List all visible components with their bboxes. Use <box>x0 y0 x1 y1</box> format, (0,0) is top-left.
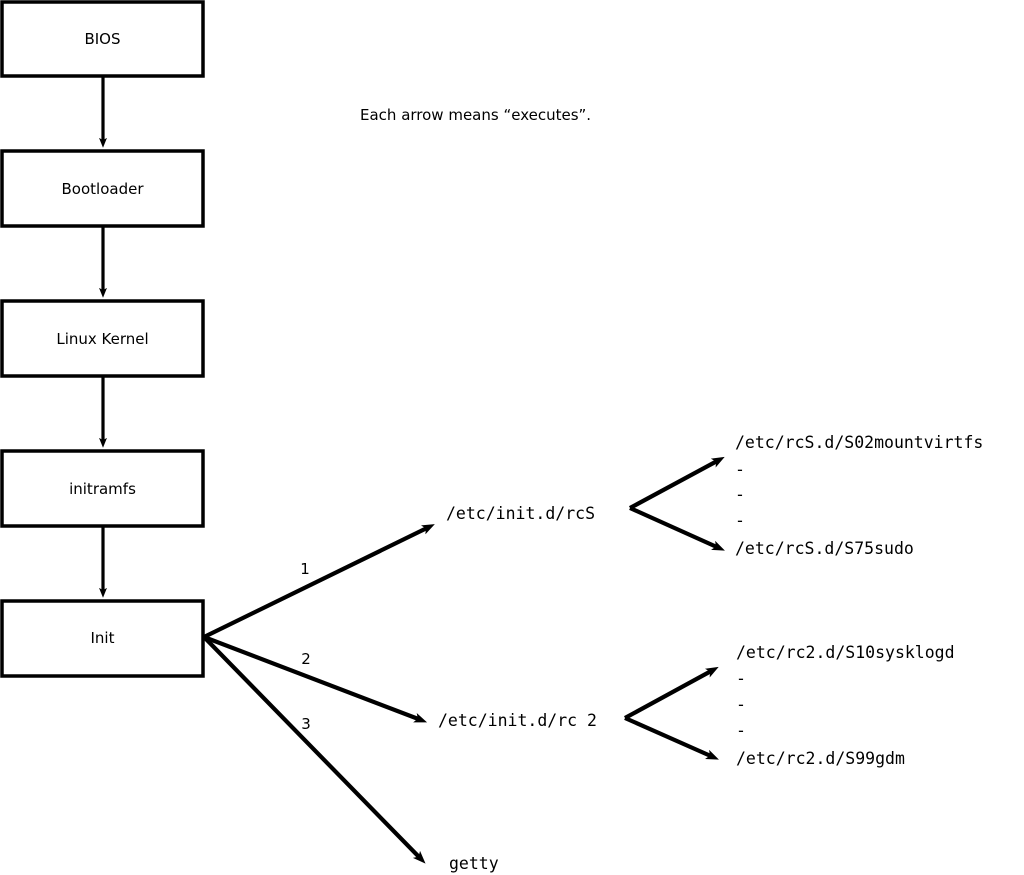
arrow-init-to-rcs <box>203 524 435 639</box>
arrow-rc2-to-last-script <box>624 716 719 760</box>
rc2-ellipsis-dash-2: - <box>736 695 746 714</box>
legend-note: Each arrow means “executes”. <box>360 106 591 124</box>
node-bootloader-label: Bootloader <box>62 180 145 198</box>
rcs-ellipsis-dash-3: - <box>735 511 745 530</box>
node-etc-init-d-rcs[interactable]: /etc/init.d/rcS <box>446 504 595 523</box>
branch-label-3: 3 <box>301 715 311 733</box>
arrow-init-to-rc2 <box>203 635 428 723</box>
node-linux-kernel[interactable]: Linux Kernel <box>0 299 205 378</box>
node-linux-kernel-label: Linux Kernel <box>56 330 148 348</box>
node-initramfs-label: initramfs <box>69 480 136 498</box>
node-bios-rect[interactable] <box>0 0 205 78</box>
rcs-ellipsis-dash-1: - <box>735 460 745 479</box>
branch-label-2: 2 <box>301 650 311 668</box>
arrow-init-to-getty <box>202 635 426 864</box>
node-initramfs-rect[interactable] <box>0 449 205 528</box>
rcs-ellipsis-dash-2: - <box>735 485 745 504</box>
node-bios-label: BIOS <box>84 30 120 48</box>
node-bios[interactable]: BIOS <box>0 0 205 78</box>
arrow-rcs-to-first-script <box>629 456 725 510</box>
node-init-rect[interactable] <box>0 599 205 678</box>
rc2-script-last: /etc/rc2.d/S99gdm <box>736 749 905 768</box>
rcs-script-first: /etc/rcS.d/S02mountvirtfs <box>735 433 983 452</box>
node-init[interactable]: Init <box>0 599 205 678</box>
node-etc-init-d-rc2[interactable]: /etc/init.d/rc 2 <box>438 711 597 730</box>
branch-label-1: 1 <box>300 560 310 578</box>
node-getty[interactable]: getty <box>449 854 499 873</box>
rc2-ellipsis-dash-1: - <box>736 669 746 688</box>
rcs-script-last: /etc/rcS.d/S75sudo <box>735 539 914 558</box>
node-initramfs[interactable]: initramfs <box>0 449 205 528</box>
rc2-script-first: /etc/rc2.d/S10sysklogd <box>736 643 955 662</box>
node-bootloader-rect[interactable] <box>0 149 205 228</box>
arrow-rc2-to-first-script <box>623 666 719 720</box>
arrow-rcs-to-last-script <box>629 506 725 551</box>
rc2-ellipsis-dash-3: - <box>736 721 746 740</box>
node-bootloader[interactable]: Bootloader <box>0 149 205 228</box>
node-init-label: Init <box>91 629 115 647</box>
